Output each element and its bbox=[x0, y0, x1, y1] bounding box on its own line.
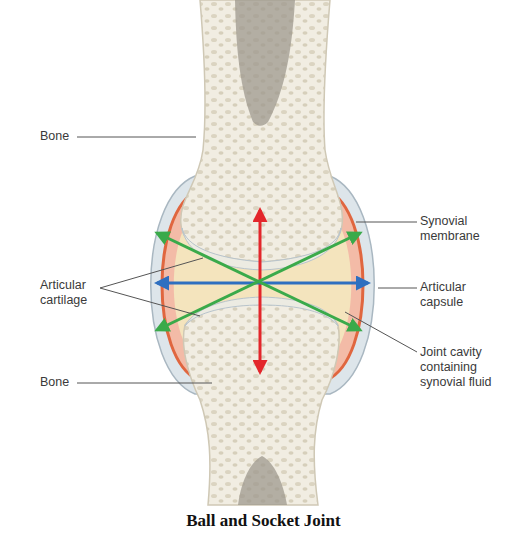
leader-line bbox=[345, 312, 417, 352]
part-label: Joint cavity containing synovial fluid bbox=[420, 345, 520, 390]
leader-line bbox=[356, 222, 417, 223]
figure-caption: Ball and Socket Joint bbox=[0, 511, 527, 531]
leader-line bbox=[378, 288, 417, 289]
vertical-arrow bbox=[259, 210, 262, 372]
part-label: Bone bbox=[40, 129, 100, 144]
medullary-cavity bbox=[235, 0, 295, 126]
part-label: Synovial membrane bbox=[420, 214, 500, 244]
diagonal-arrow bbox=[157, 233, 360, 330]
part-label: Bone bbox=[40, 375, 100, 390]
leader-line bbox=[100, 288, 200, 316]
part-label: Articular capsule bbox=[420, 280, 500, 310]
leader-line bbox=[100, 258, 203, 288]
upper-bone bbox=[181, 0, 343, 262]
part-label: Articular cartilage bbox=[40, 278, 110, 308]
leader-line bbox=[77, 137, 196, 138]
diagonal-arrow bbox=[157, 233, 360, 330]
medullary-cavity bbox=[238, 456, 287, 505]
leader-line bbox=[77, 383, 212, 384]
